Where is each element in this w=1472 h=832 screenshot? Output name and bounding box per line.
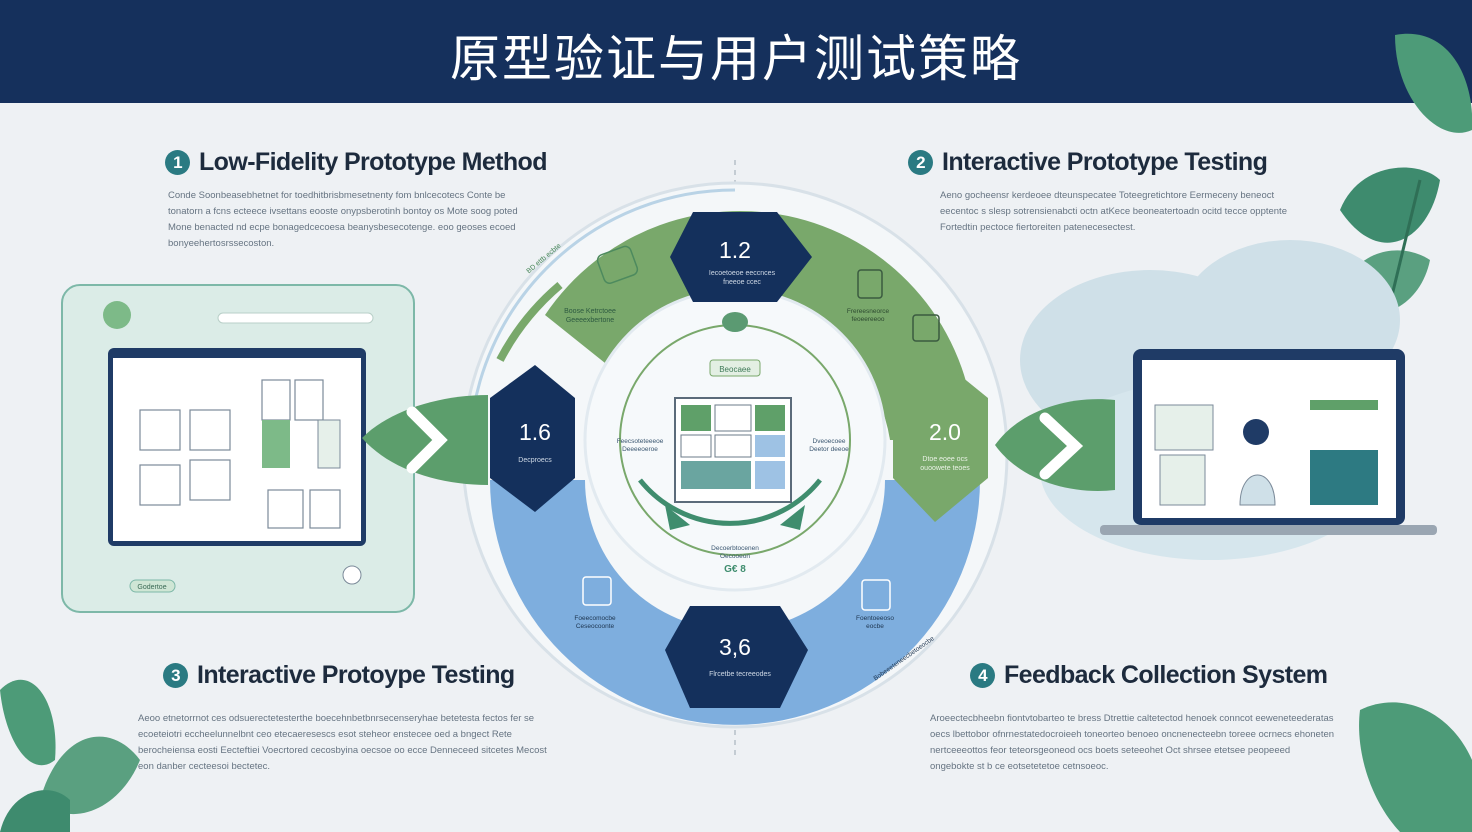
- section-2-title: 2 Interactive Prototype Testing: [908, 148, 1268, 177]
- tablet-tag-box: [129, 579, 176, 593]
- blue-arc-band: [490, 480, 980, 725]
- inner-bottom-label: G€ 8: [724, 564, 746, 575]
- node-hexagon: [893, 355, 988, 522]
- tablet-tag: Godertoe: [137, 584, 166, 591]
- node-hexagon: [665, 606, 808, 708]
- node-value: 3,6: [719, 634, 751, 660]
- wireframe-blocks: [139, 379, 341, 529]
- section-number-badge: 4: [970, 663, 995, 688]
- chevron-right-icon: [362, 395, 488, 485]
- section-4-title: 4 Feedback Collection System: [970, 661, 1328, 690]
- section-2-text: Aeno gocheensr kerdeoee dteunspecatee To…: [940, 190, 1287, 233]
- page-title: 原型验证与用户测试策略: [450, 30, 1022, 88]
- clipboard-icon: [857, 269, 883, 299]
- card-bar: [217, 312, 374, 324]
- section-number-badge: 3: [163, 663, 188, 688]
- center-tag: Beocaee: [719, 365, 751, 374]
- section-1-title: 1 Low-Fidelity Prototype Method: [165, 148, 547, 177]
- section-1-text: Conde Soonbeasebhetnet for toedhitbrisbm…: [168, 190, 518, 249]
- section-title-text: Interactive Protoype Testing: [197, 661, 515, 689]
- header-bar: [0, 0, 1472, 103]
- node-value: 1.2: [719, 237, 751, 263]
- clipboard-icon: [861, 579, 891, 611]
- record-icon: [342, 565, 362, 585]
- laptop-icon: [1100, 349, 1437, 535]
- section-4-text: Aroeectecbheebn fiontvtobarteo te bress …: [930, 713, 1335, 772]
- center-tag-box: [709, 359, 761, 377]
- node-caption: Flrcetbe tecreeodes: [709, 671, 771, 678]
- section-3-text: Aeoo etnetorrnot ces odsuerectetesterthe…: [138, 713, 547, 772]
- edit-icon: [582, 576, 612, 606]
- section-title-text: Feedback Collection System: [1004, 661, 1328, 689]
- node-hexagon: [490, 365, 575, 512]
- section-title-text: Interactive Prototype Testing: [942, 148, 1268, 176]
- arrow-head-icon: [780, 505, 805, 530]
- leaf-icon: [103, 301, 131, 329]
- section-number-badge: 1: [165, 150, 190, 175]
- section-title-text: Low-Fidelity Prototype Method: [199, 148, 547, 176]
- green-arc-band: [545, 211, 975, 440]
- node-value: 2.0: [929, 419, 961, 445]
- node-value: 1.6: [519, 419, 551, 445]
- node-caption: Decproecs: [518, 457, 552, 464]
- green-arc-outer: [496, 281, 563, 362]
- arrow-head-icon: [665, 505, 690, 530]
- center-screen-icon: [674, 397, 792, 503]
- tag-icon: [596, 245, 639, 284]
- wireframe-highlight: [262, 420, 290, 468]
- wireframe-block: [317, 419, 341, 469]
- section-3-title: 3 Interactive Protoype Testing: [163, 661, 515, 690]
- thin-arc: [468, 188, 736, 441]
- top-dot-icon: [722, 312, 748, 332]
- leaf-decoration-bottom-right: [1359, 702, 1472, 832]
- chevron-right-icon: [995, 399, 1115, 491]
- document-icon: [912, 314, 940, 342]
- section-number-badge: 2: [908, 150, 933, 175]
- node-hexagon: [670, 212, 812, 302]
- inner-cycle-arrow: [638, 478, 822, 526]
- leaf-decoration-bottom-left: [0, 679, 140, 832]
